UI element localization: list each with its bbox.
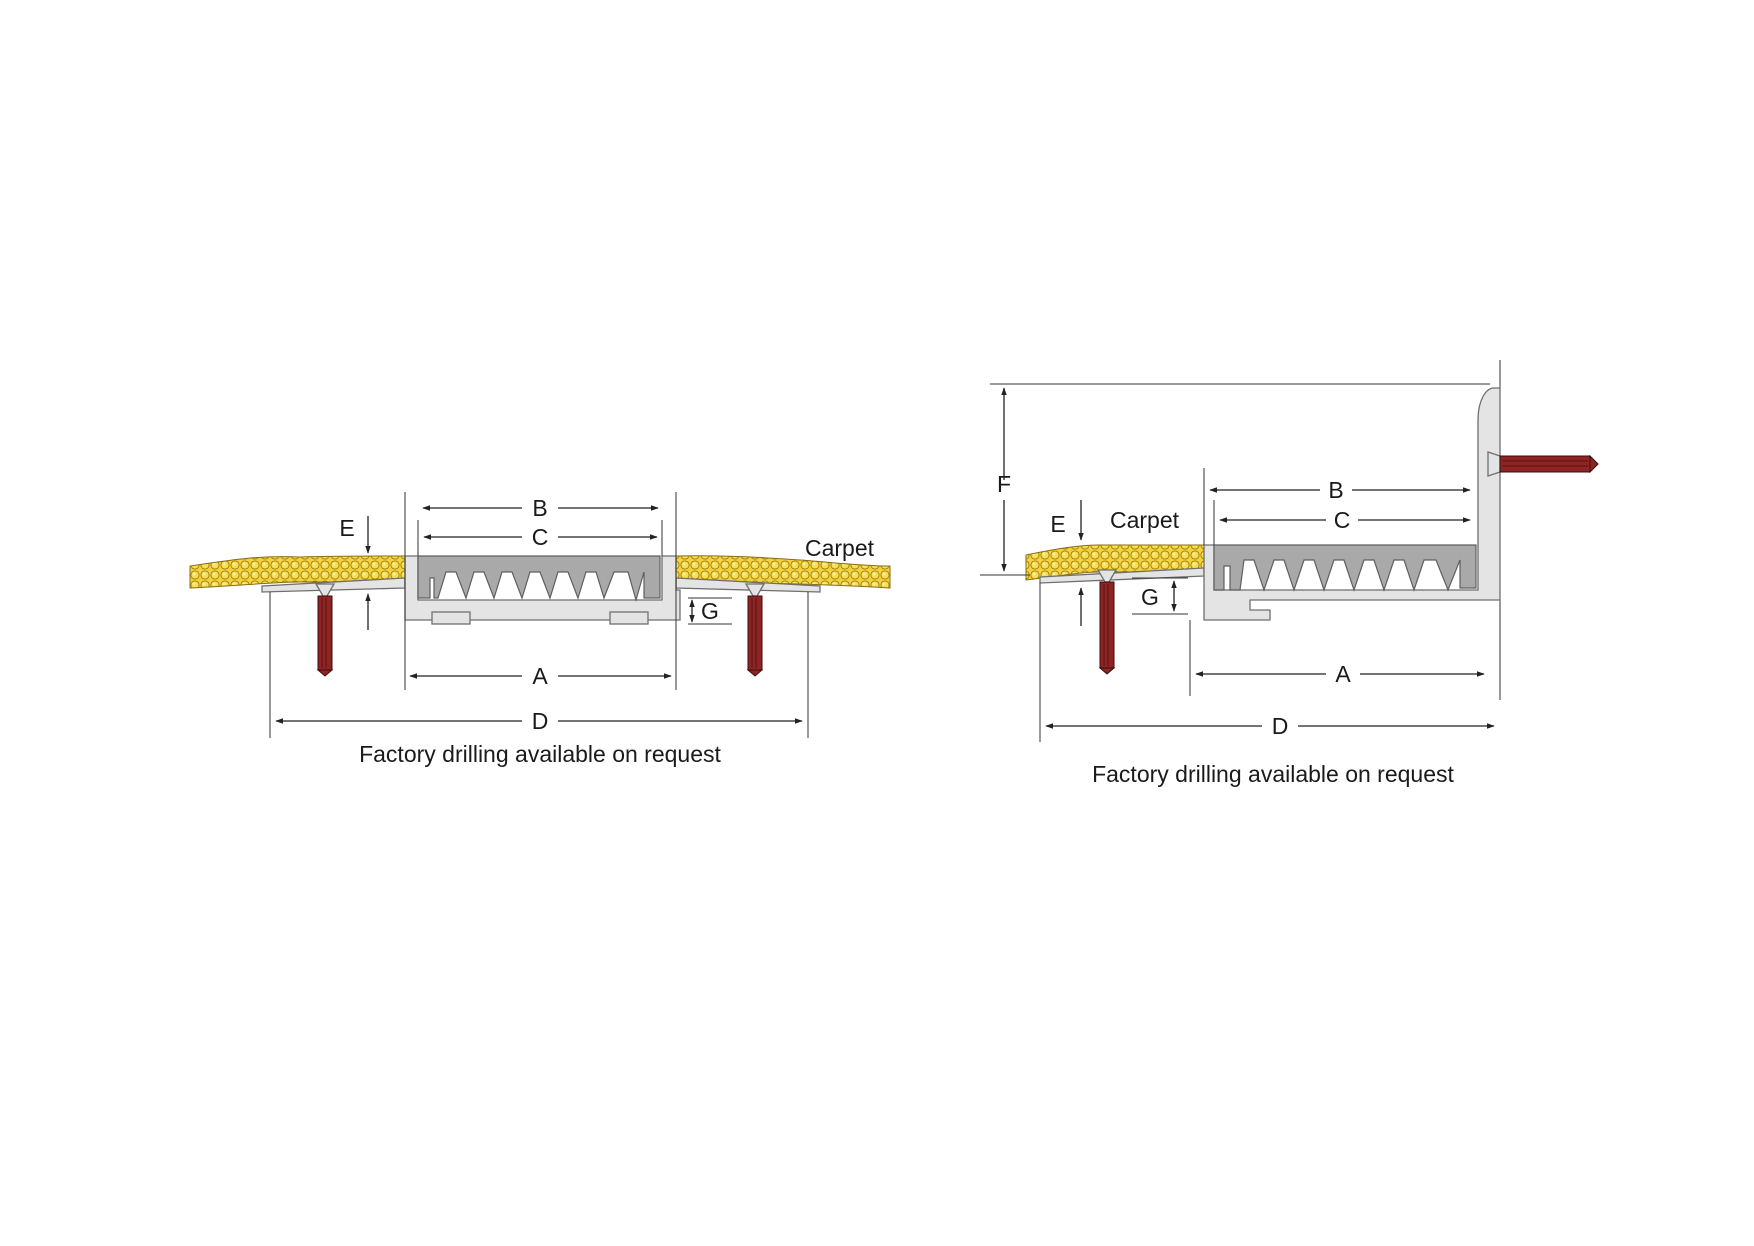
insert-a: [417, 555, 661, 603]
left-foot-a: [431, 611, 471, 625]
label-b-b: B: [1328, 477, 1343, 503]
label-e-a: E: [339, 515, 354, 541]
label-b-a: B: [532, 495, 547, 521]
caption-b: Factory drilling available on request: [1092, 761, 1454, 787]
label-e-b: E: [1050, 511, 1065, 537]
insert-b: [1213, 544, 1477, 592]
label-f-b: F: [997, 471, 1011, 497]
label-c-a: C: [532, 524, 549, 550]
label-d-b: D: [1272, 713, 1289, 739]
caption-a: Factory drilling available on request: [359, 741, 721, 767]
wall-profile-b: [1203, 387, 1501, 621]
label-c-b: C: [1334, 507, 1351, 533]
screw-left-a: [314, 583, 336, 677]
left-expansion-joint-diagram: B C A D E G Carpet Factory drilling avai…: [189, 492, 891, 767]
label-g-b: G: [1141, 584, 1159, 610]
label-d-a: D: [532, 708, 549, 734]
carpet-label-a: Carpet: [805, 535, 875, 561]
label-g-a: G: [701, 598, 719, 624]
label-a-a: A: [532, 663, 548, 689]
carpet-label-b: Carpet: [1110, 507, 1180, 533]
screw-right-a: [744, 583, 766, 677]
right-expansion-joint-diagram: F B C A D E G Carpet Factory drilling av…: [980, 360, 1599, 787]
screw-wall-b: [1487, 451, 1599, 477]
label-a-b: A: [1335, 661, 1351, 687]
right-foot-a: [609, 611, 649, 625]
screw-floor-b: [1096, 569, 1118, 675]
